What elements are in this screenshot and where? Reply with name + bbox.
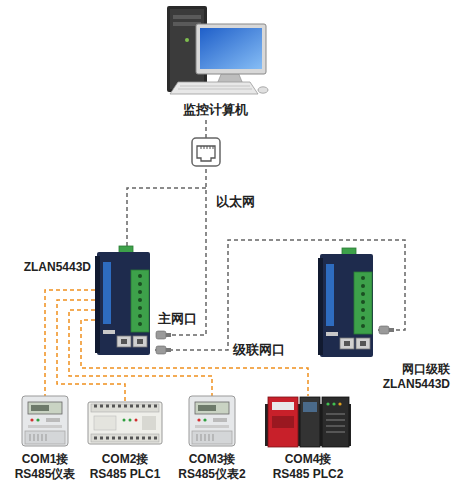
plc-illustration [265, 397, 351, 447]
gateway-illustration [95, 246, 150, 355]
meter-illustration [22, 396, 68, 446]
cable-plug [379, 326, 394, 334]
rs485-meter: COM3接 RS485仪表2 [189, 396, 235, 446]
port-label: 主网口 [158, 311, 197, 326]
node-label: COM4接 RS485 PLC2 [267, 452, 349, 482]
rs485-plc: COM4接 RS485 PLC2 [265, 396, 351, 448]
ethernet-branch [127, 188, 206, 246]
port-label: 级联网口 [233, 342, 285, 357]
node-label: ZLAN5443D [13, 260, 91, 275]
node-label: COM2接 RS485 PLC1 [84, 452, 166, 482]
node-label: COM3接 RS485仪表2 [171, 452, 253, 482]
rs485-plc: COM2接 RS485 PLC1 [88, 402, 162, 444]
cascaded-gateway: 网口级联 ZLAN5443D [318, 250, 378, 360]
edge-label: 以太网 [214, 194, 257, 209]
monitoring-computer: 监控计算机 [160, 4, 270, 120]
cable-plug [156, 346, 171, 354]
rs485-meter: COM1接 RS485仪表 [22, 396, 68, 446]
meter-illustration [189, 396, 235, 446]
serial-gateway: ZLAN5443D [95, 250, 155, 355]
gateway-illustration [318, 248, 373, 357]
plc-illustration [88, 402, 162, 444]
node-label: 网口级联 ZLAN5443D [366, 362, 450, 392]
cable-plug [156, 331, 171, 339]
node-label: 监控计算机 [160, 102, 270, 117]
computer-illustration [167, 6, 268, 94]
rs485-wire [45, 290, 95, 396]
ethernet-port-icon [192, 138, 220, 166]
node-label: COM1接 RS485仪表 [4, 452, 86, 482]
